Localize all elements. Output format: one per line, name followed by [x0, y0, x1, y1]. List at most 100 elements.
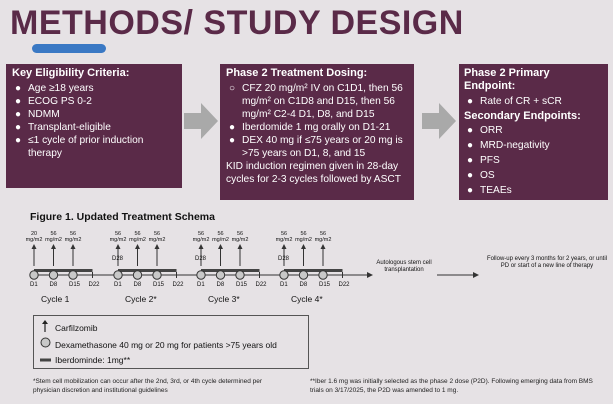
bullet-icon: ●: [467, 96, 474, 107]
bullet-icon: ●: [15, 83, 22, 94]
footnote-left: *Stem cell mobilization can occur after …: [33, 378, 263, 394]
bullet-icon: ●: [15, 109, 22, 120]
dose-label: 56: [217, 231, 224, 237]
bullet-icon: ●: [15, 96, 22, 107]
up-arrow-icon: [237, 244, 243, 249]
up-arrow-icon: [40, 320, 52, 337]
dexamethasone-marker: [318, 270, 328, 280]
list-item: ●ORR: [467, 125, 503, 136]
day-label: D1: [30, 282, 38, 288]
secondary-endpoint-list: ●ORR ●MRD-negativity ●PFS ●OS ●TEAEs: [464, 123, 603, 198]
up-arrow-icon: [135, 244, 140, 249]
dexamethasone-marker: [113, 270, 123, 280]
day-label: D8: [299, 282, 308, 288]
dose-unit-label: mg/m2: [45, 237, 62, 243]
list-item: ●DEX 40 mg if ≤75 years or 20 mg is >75 …: [229, 135, 403, 159]
bar-icon: [40, 353, 52, 368]
up-arrow-icon: [320, 244, 326, 249]
up-arrow-icon: [281, 244, 287, 249]
up-arrow-icon: [154, 244, 160, 249]
list-item: ●Transplant-eligible: [15, 122, 111, 133]
dexamethasone-marker: [68, 270, 78, 280]
dose-label: 56: [319, 231, 327, 237]
cycle-label: Cycle 1: [41, 294, 70, 304]
arrow-right-icon: [367, 272, 373, 278]
dose-label: 56: [69, 231, 77, 237]
primary-endpoint-heading: Phase 2 Primary Endpoint:: [464, 67, 550, 92]
legend-carfilzomib: Carfilzomib: [40, 320, 302, 337]
dose-label: 56: [280, 231, 288, 237]
cycle-label: Cycle 2*: [125, 294, 157, 304]
iberdomide-bar: [201, 269, 260, 272]
list-item: ●OS: [467, 170, 495, 181]
page-title: METHODS/ STUDY DESIGN: [10, 4, 464, 42]
dose-label: 56: [300, 231, 307, 237]
list-item: ●ECOG PS 0-2: [15, 96, 92, 107]
cycle-label: Cycle 4*: [291, 294, 323, 304]
secondary-endpoint-heading: Secondary Endpoints:: [464, 110, 581, 122]
dexamethasone-marker: [196, 270, 206, 280]
dose-label: 56: [134, 231, 141, 237]
d28-label: D28: [112, 256, 124, 262]
arrow-right-icon: [422, 103, 456, 139]
day-label: D8: [216, 282, 225, 288]
dose-label: 56: [197, 231, 205, 237]
list-item: ●Age ≥18 years: [15, 83, 94, 94]
bullet-icon: ●: [467, 155, 474, 166]
bullet-icon: ●: [229, 122, 236, 133]
day-label: D22: [338, 282, 350, 288]
iberdomide-bar: [34, 269, 93, 272]
day-label: D22: [172, 282, 184, 288]
figure-title: Figure 1. Updated Treatment Schema: [30, 211, 215, 223]
dexamethasone-marker: [48, 270, 59, 280]
dose-label: 56: [153, 231, 161, 237]
day-label: D22: [255, 282, 267, 288]
dose-unit-label: mg/m2: [148, 237, 166, 243]
list-item: ●≤1 cycle of prior induction therapy: [15, 135, 144, 159]
circle-icon: [40, 337, 52, 353]
dexamethasone-marker: [152, 270, 162, 280]
day-label: D1: [197, 282, 205, 288]
dose-unit-label: mg/m2: [295, 237, 312, 243]
dose-unit-label: mg/m2: [64, 237, 82, 243]
d28-label: D28: [195, 256, 207, 262]
dosing-box: Phase 2 Treatment Dosing: ○CFZ 20 mg/m² …: [220, 64, 414, 200]
list-item: ●PFS: [467, 155, 500, 166]
day-label: D22: [88, 282, 100, 288]
up-arrow-icon: [51, 244, 56, 249]
iberdomide-bar: [284, 269, 343, 272]
list-item: ●MRD-negativity: [467, 140, 550, 151]
list-item: ●Iberdomide 1 mg orally on D1-21: [229, 122, 391, 133]
followup-text: Follow-up every 3 months for 2 years, or…: [486, 256, 608, 269]
dexamethasone-marker: [29, 270, 39, 280]
list-item: ○CFZ 20 mg/m² IV on C1D1, then 56 mg/m² …: [229, 83, 403, 120]
arrow-right-icon: [473, 272, 479, 278]
day-label: D8: [133, 282, 142, 288]
legend-iberdomide: Iberdominde: 1mg**: [40, 353, 302, 368]
arrow-right-icon: [184, 103, 218, 139]
eligibility-list: ●Age ≥18 years ●ECOG PS 0-2 ●NDMM ●Trans…: [12, 82, 176, 160]
up-arrow-icon: [31, 244, 37, 249]
dosing-list: ○CFZ 20 mg/m² IV on C1D1, then 56 mg/m² …: [226, 82, 408, 160]
dose-label: 56: [50, 231, 57, 237]
day-label: D15: [236, 282, 248, 288]
bullet-icon: ●: [467, 140, 474, 151]
dexamethasone-marker: [132, 270, 143, 280]
up-arrow-icon: [301, 244, 306, 249]
dexamethasone-marker: [279, 270, 289, 280]
dose-unit-label: mg/m2: [192, 237, 210, 243]
list-item: ●TEAEs: [467, 185, 512, 196]
up-arrow-icon: [70, 244, 76, 249]
eligibility-box: Key Eligibility Criteria: ●Age ≥18 years…: [6, 64, 182, 188]
dose-unit-label: mg/m2: [129, 237, 146, 243]
dose-label: 56: [236, 231, 244, 237]
iberdomide-bar: [118, 269, 177, 272]
bullet-icon: ○: [229, 83, 236, 94]
d28-label: D28: [278, 256, 290, 262]
up-arrow-icon: [198, 244, 204, 249]
legend-dexamethasone: Dexamethasone 40 mg or 20 mg for patient…: [40, 337, 302, 353]
dose-unit-label: mg/m2: [231, 237, 249, 243]
up-arrow-icon: [115, 244, 121, 249]
day-label: D1: [114, 282, 122, 288]
up-arrow-icon: [218, 244, 223, 249]
